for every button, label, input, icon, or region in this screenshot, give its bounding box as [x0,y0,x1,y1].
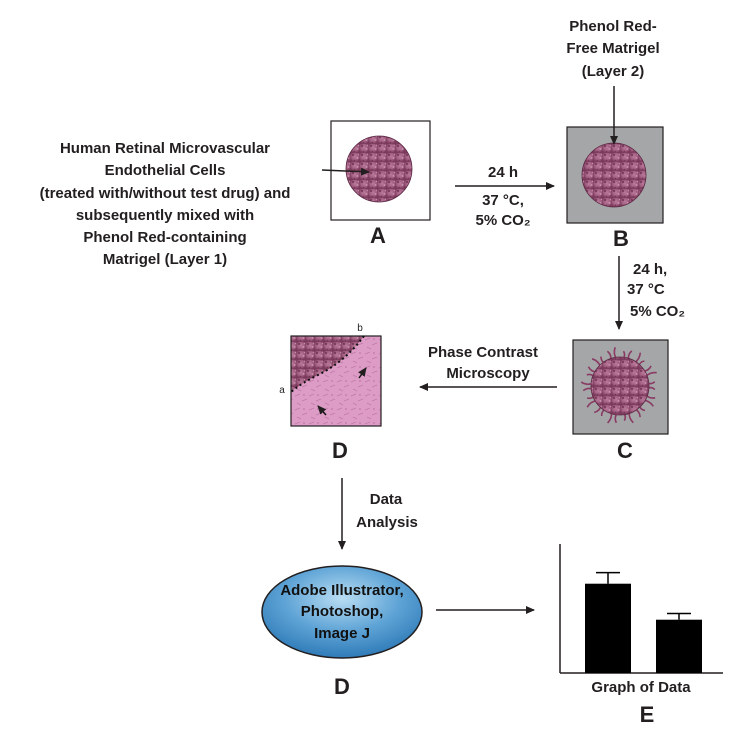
step-ab-line-2: 37 °C, [482,192,524,209]
cells-line-6: Matrigel (Layer 1) [103,251,227,268]
software-line-1: Adobe Illustrator, [280,582,403,599]
sprout-arrow-2 [317,405,327,416]
inset-label-b: b [357,323,363,334]
software-oval: Adobe Illustrator, Photoshop, Image J D [261,565,423,699]
software-line-3: Image J [314,625,370,642]
microscopy-line-2: Microscopy [446,365,530,382]
cell-well-b [581,142,647,208]
endothelial-sprouts [580,347,657,424]
analysis-label: Data Analysis [356,491,418,531]
panel-d-label-bottom: D [334,674,350,699]
panel-d-micrograph: a b D [279,323,382,463]
layer2-line-1: Phenol Red- [569,18,657,35]
graph-caption: Graph of Data [591,679,691,696]
bar-2 [656,619,702,673]
analysis-line-2: Analysis [356,514,418,531]
software-ellipse [261,565,423,659]
step-ab-conditions: 24 h 37 °C, 5% CO₂ [475,164,530,229]
step-bc-line-1: 24 h, [633,261,667,278]
step-ab-line-1: 24 h [488,164,518,181]
cells-description: Human Retinal Microvascular Endothelial … [40,140,291,268]
cells-line-4: subsequently mixed with [76,207,254,224]
microscopy-label: Phase Contrast Microscopy [428,344,538,382]
cells-line-2: Endothelial Cells [105,162,226,179]
step-bc-line-2: 37 °C [627,281,665,298]
panel-d-label-top: D [332,438,348,463]
analysis-line-1: Data [370,491,403,508]
step-ab-line-3: 5% CO₂ [475,212,530,229]
step-bc-conditions: 24 h, 37 °C 5% CO₂ [627,261,685,320]
cells-line-1: Human Retinal Microvascular [60,140,270,157]
panel-a-label: A [370,223,386,248]
step-bc-line-3: 5% CO₂ [630,303,685,320]
bar-1 [585,583,631,673]
cells-line-3: (treated with/without test drug) and [40,185,291,202]
bar-chart: Graph of Data E [559,544,723,727]
cell-well-a [345,135,413,203]
cells-line-5: Phenol Red-containing [83,229,246,246]
panel-c: C [572,339,669,463]
layer2-description: Phenol Red- Free Matrigel (Layer 2) [566,18,659,80]
bar-series [585,571,702,673]
layer2-line-2: Free Matrigel [566,40,659,57]
cell-well-c [590,356,650,416]
inset-label-a: a [279,385,285,396]
cell-mass-region [291,336,364,392]
panel-a: A [321,120,431,248]
panel-b: B [566,86,664,251]
software-line-2: Photoshop, [301,603,384,620]
boundary-dotted-line [290,335,365,393]
arrow-cells-to-a [321,167,370,176]
layer2-line-3: (Layer 2) [582,63,645,80]
panel-c-label: C [617,438,633,463]
panel-d-frame [290,335,382,427]
panel-b-label: B [613,226,629,251]
panel-e-label: E [640,702,655,727]
microscopy-line-1: Phase Contrast [428,344,538,361]
sprout-arrow-1 [358,367,367,379]
